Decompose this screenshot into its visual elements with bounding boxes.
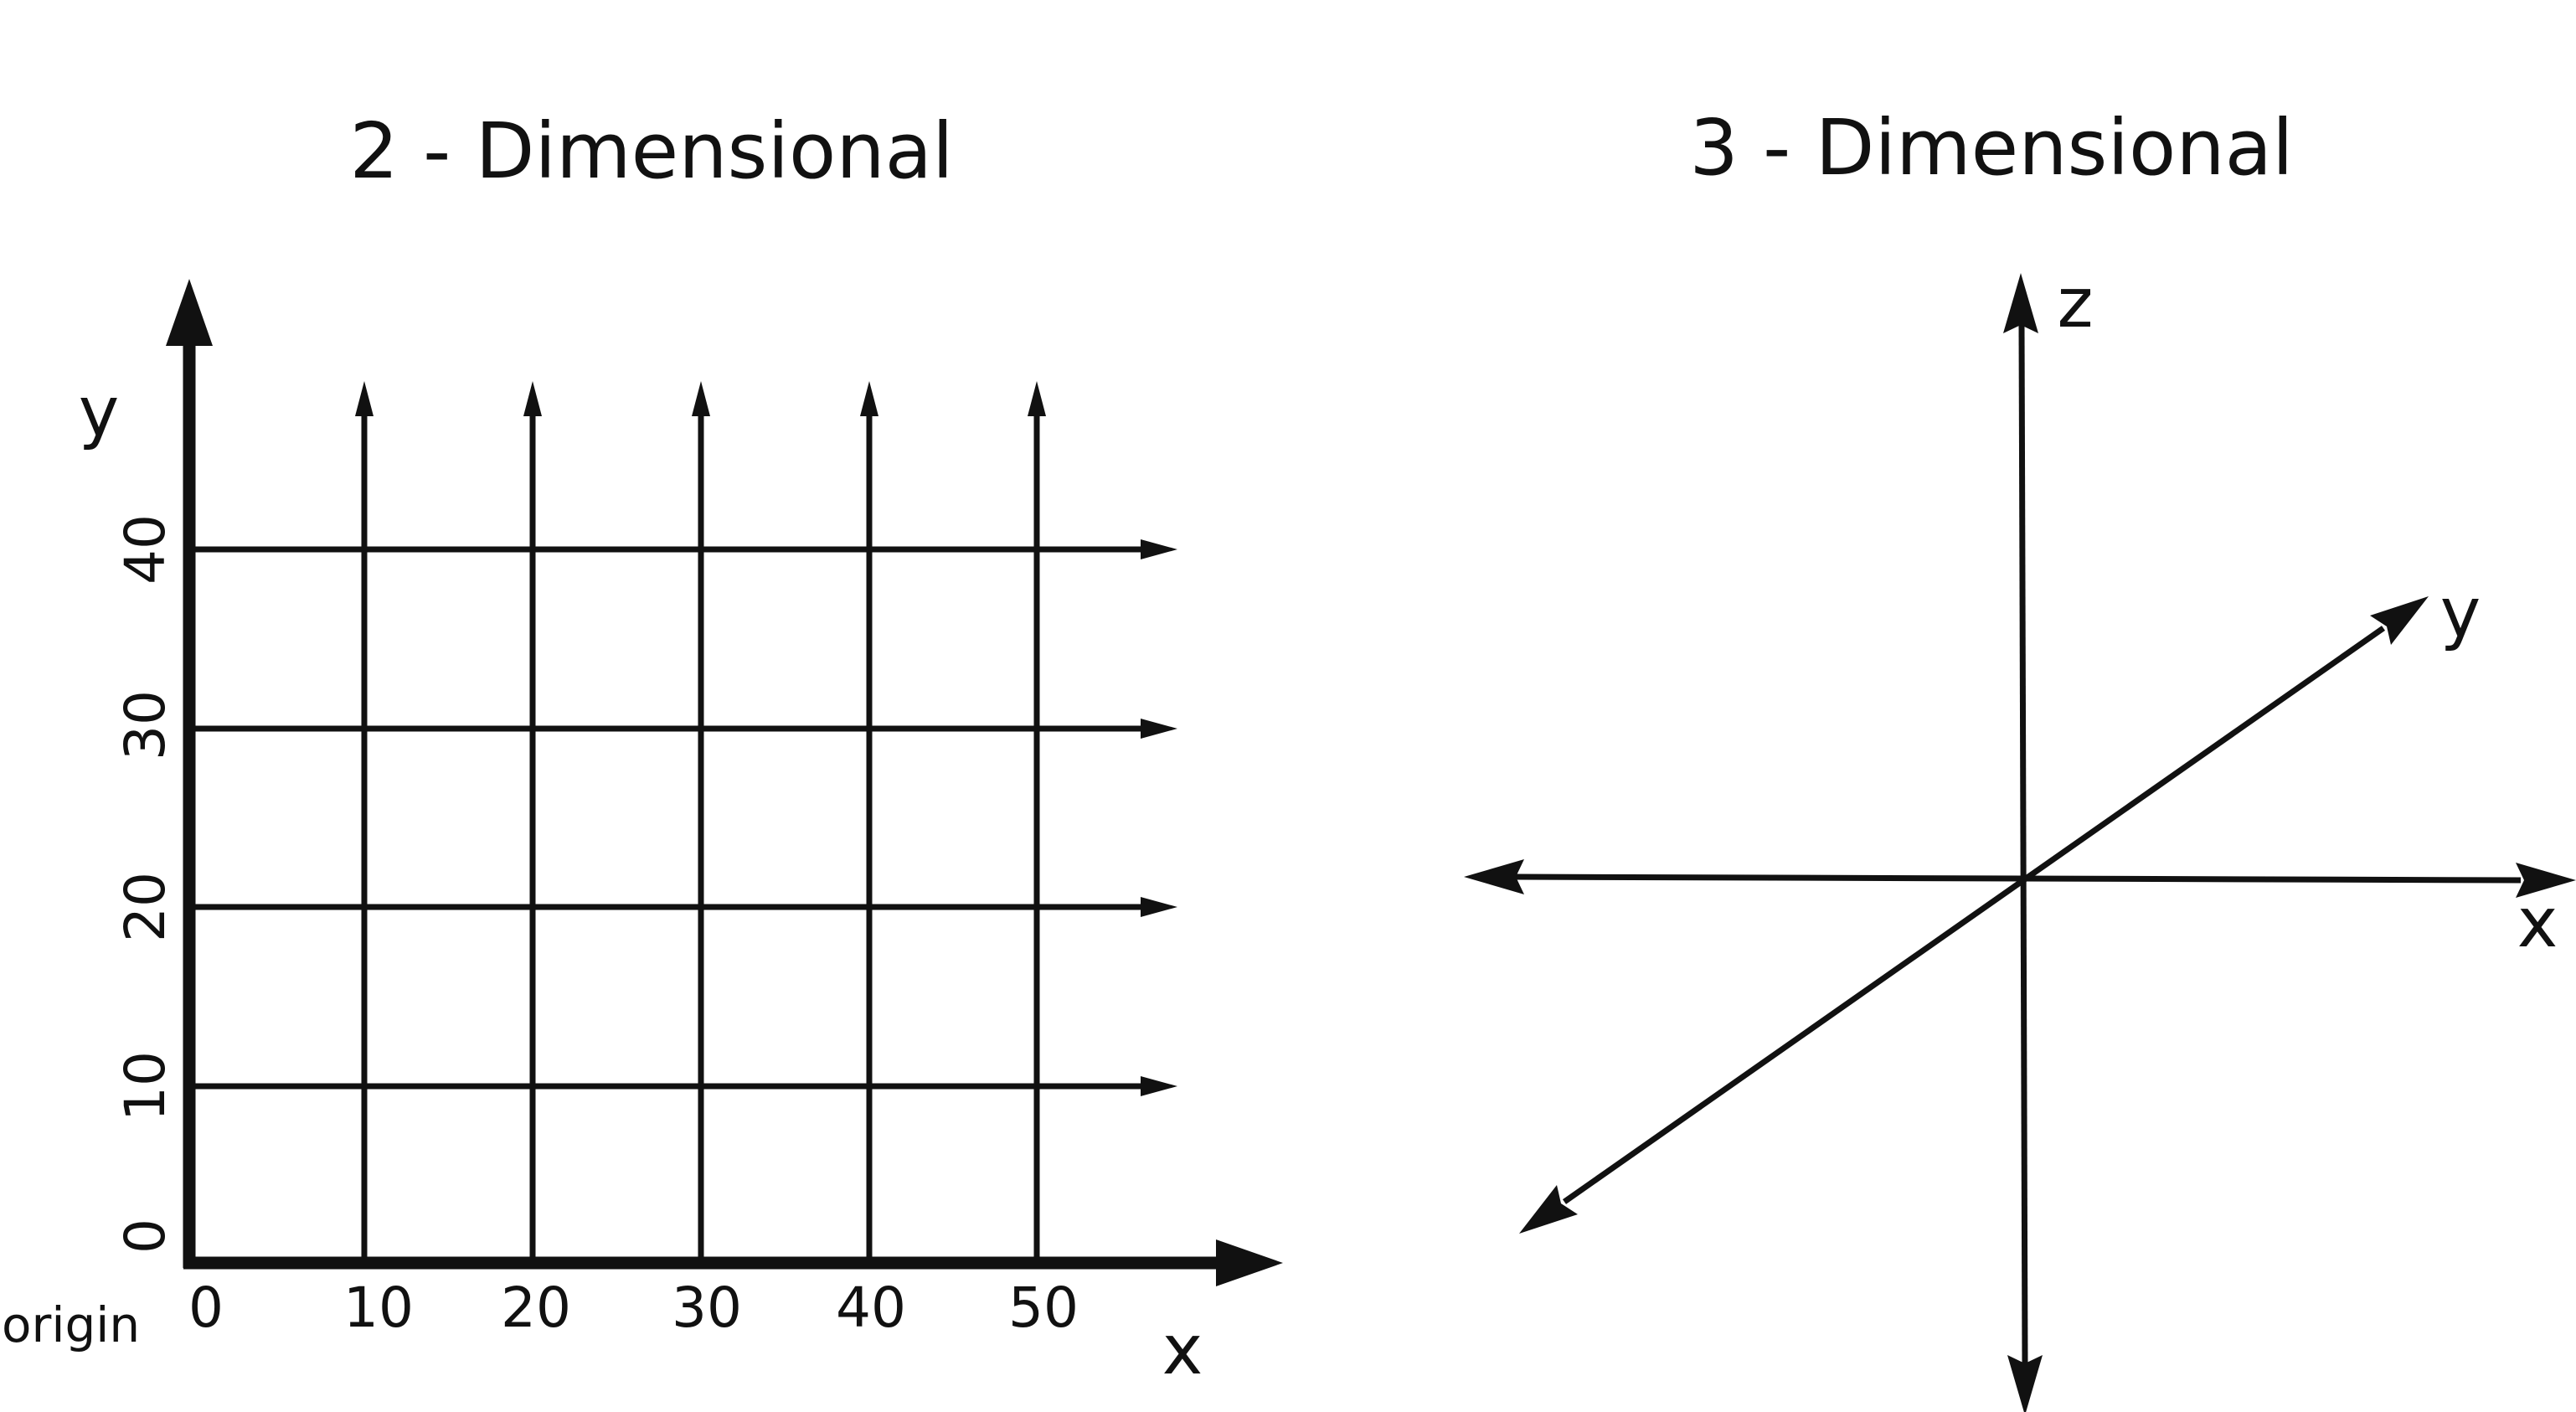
y-tick-label-40: 40 [113, 514, 178, 585]
x-tick-label-40: 40 [836, 1275, 906, 1340]
grid-arrowhead-x-30 [692, 381, 710, 416]
z-axis-3d [2018, 324, 2028, 1364]
y-axis-3d-label: y [2440, 574, 2481, 653]
x-axis-3d [1515, 873, 2522, 884]
x-axis-3d-label: x [2517, 884, 2558, 963]
x-tick-label-0: 0 [188, 1275, 224, 1340]
grid-arrowhead-y-20 [1141, 897, 1177, 917]
x-tick-label-20: 20 [501, 1275, 571, 1340]
grid-horizontal-lines [189, 539, 1177, 1096]
three-dimensional-panel: 3 - Dimensional z y x [1464, 103, 2576, 1412]
origin-label: origin [2, 1296, 140, 1353]
grid-arrowhead-x-50 [1028, 381, 1046, 416]
grid-arrowhead-x-10 [355, 381, 374, 416]
y-axis-3d [1562, 626, 2386, 1204]
x-axis-2d-arrowhead [1216, 1239, 1283, 1286]
grid-arrowhead-x-40 [860, 381, 878, 416]
grid-arrowhead-y-40 [1141, 539, 1177, 559]
y-axis-2d-label: y [79, 373, 120, 452]
grid-arrowhead-x-20 [523, 381, 542, 416]
two-dimensional-panel: 2 - Dimensional [2, 106, 1283, 1390]
z-axis-3d-label: z [2057, 264, 2093, 343]
y-tick-label-0: 0 [113, 1219, 178, 1254]
grid-arrowhead-y-10 [1141, 1076, 1177, 1096]
y-axis-3d-arrowhead-upper [2370, 596, 2429, 645]
y-axis-2d-arrowhead [166, 279, 213, 346]
title-2d: 2 - Dimensional [349, 106, 953, 196]
y-tick-label-30: 30 [113, 690, 178, 760]
x-tick-labels: 0 10 20 30 40 50 [188, 1275, 1079, 1340]
z-axis-3d-arrowhead-top [2003, 273, 2038, 333]
grid-vertical-lines [355, 381, 1046, 1263]
x-tick-label-50: 50 [1008, 1275, 1079, 1340]
z-axis-3d-arrowhead-bottom [2007, 1355, 2043, 1412]
y-axis-3d-arrowhead-lower [1519, 1185, 1578, 1234]
x-axis-3d-arrowhead-right [2516, 863, 2576, 898]
x-tick-label-10: 10 [343, 1275, 414, 1340]
title-3d: 3 - Dimensional [1689, 103, 2293, 193]
x-axis-2d-label: x [1162, 1311, 1203, 1390]
y-tick-label-20: 20 [113, 872, 178, 942]
x-axis-3d-arrowhead-left [1464, 859, 1524, 894]
y-tick-label-10: 10 [113, 1051, 178, 1121]
grid-arrowhead-y-30 [1141, 719, 1177, 739]
y-tick-labels: 0 10 20 30 40 [113, 514, 178, 1254]
x-tick-label-30: 30 [672, 1275, 742, 1340]
